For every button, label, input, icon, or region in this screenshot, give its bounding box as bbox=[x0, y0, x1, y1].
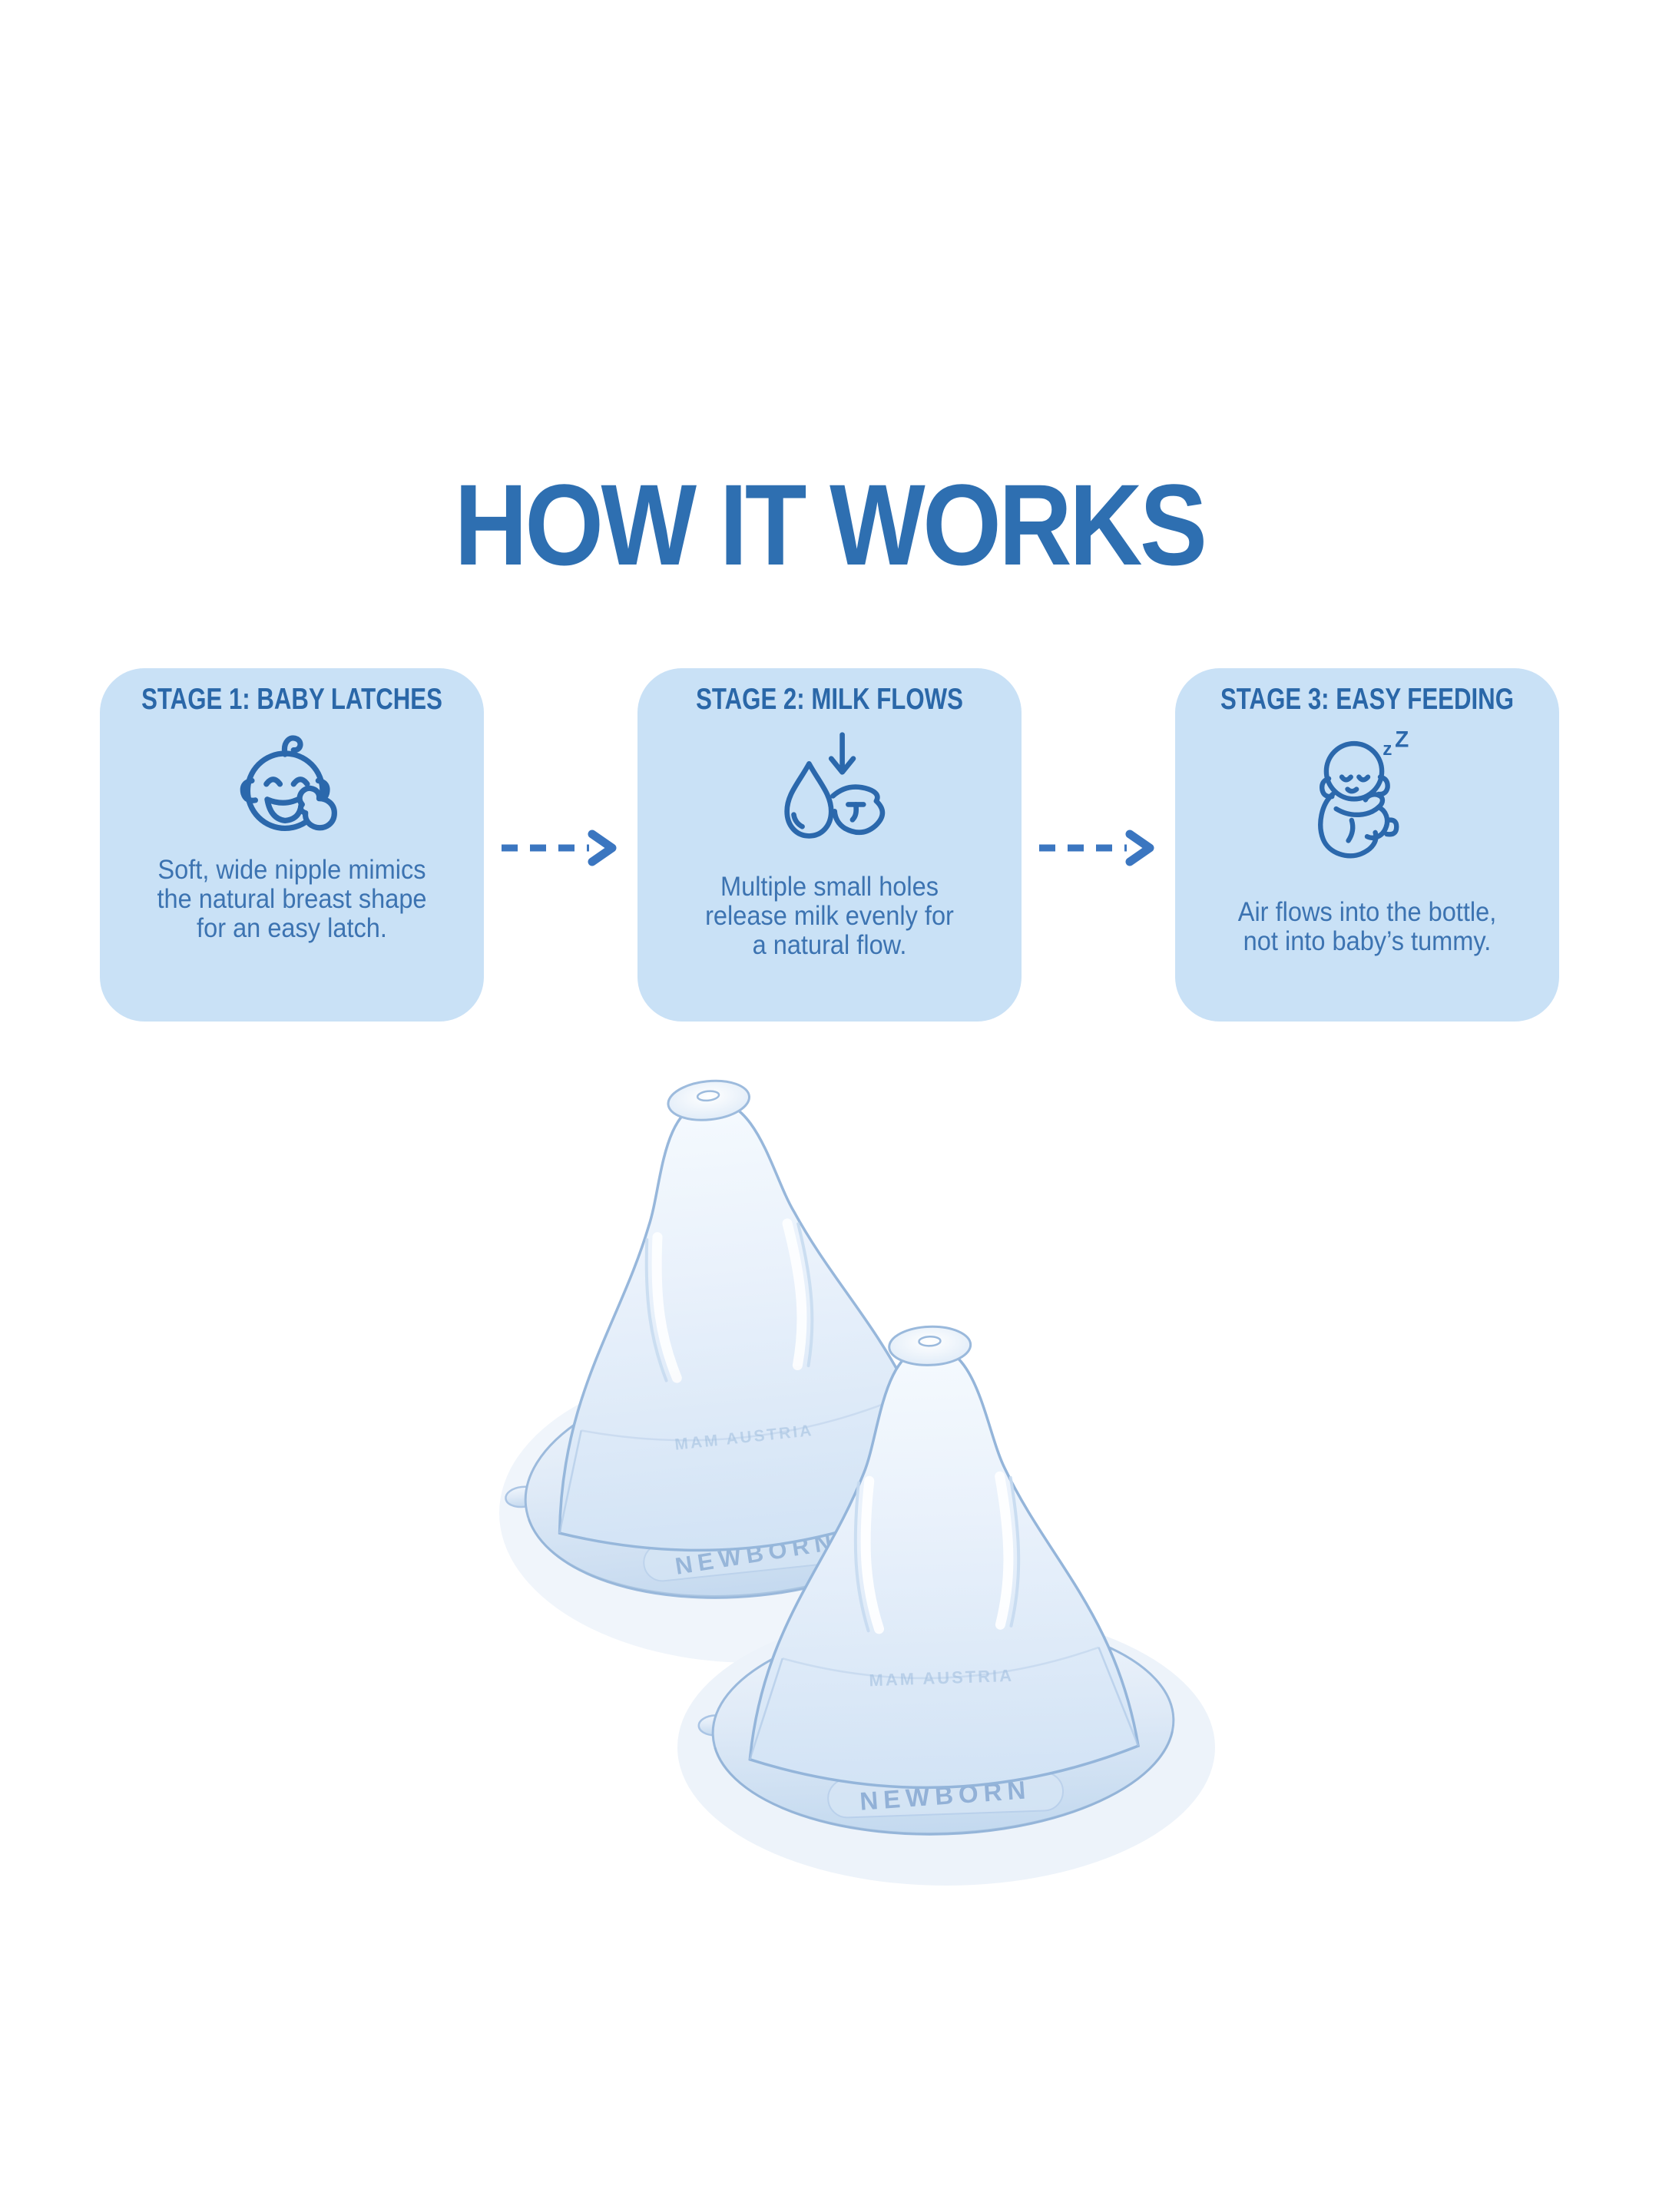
baby-face-icon bbox=[233, 730, 352, 853]
sleeping-baby-icon: z Z bbox=[1316, 727, 1419, 864]
stage-2-description: Multiple small holes release milk evenly… bbox=[705, 872, 954, 960]
nipple-back: NEWBORN MAM AUSTRIA bbox=[505, 1079, 974, 1599]
stage-1-description: Soft, wide nipple mimics the natural bre… bbox=[157, 855, 427, 943]
stage-1-heading: STAGE 1: BABY LATCHES bbox=[141, 683, 442, 716]
product-image-nipples: NEWBORN MAM AUSTRIA NEWBORN MAM AUSTRIA bbox=[499, 1079, 1215, 1886]
stage-card-1: STAGE 1: BABY LATCHES Soft, wide nipple … bbox=[100, 668, 484, 1022]
svg-text:z: z bbox=[1382, 739, 1392, 760]
stage-2-heading: STAGE 2: MILK FLOWS bbox=[696, 683, 963, 716]
nipple-front: NEWBORN MAM AUSTRIA bbox=[697, 1325, 1175, 1836]
milk-drop-icon bbox=[770, 730, 889, 853]
stage-card-2: STAGE 2: MILK FLOWS Multiple small holes… bbox=[637, 668, 1022, 1022]
stage-card-3: STAGE 3: EASY FEEDING z Z Air flows into… bbox=[1175, 668, 1559, 1022]
page-title: HOW IT WORKS bbox=[454, 460, 1207, 589]
stage-3-description: Air flows into the bottle, not into baby… bbox=[1237, 897, 1497, 956]
flow-arrow-right-icon bbox=[1039, 830, 1154, 866]
stage-3-heading: STAGE 3: EASY FEEDING bbox=[1220, 683, 1514, 716]
flow-arrow-right-icon bbox=[502, 830, 617, 866]
svg-text:Z: Z bbox=[1395, 730, 1409, 752]
